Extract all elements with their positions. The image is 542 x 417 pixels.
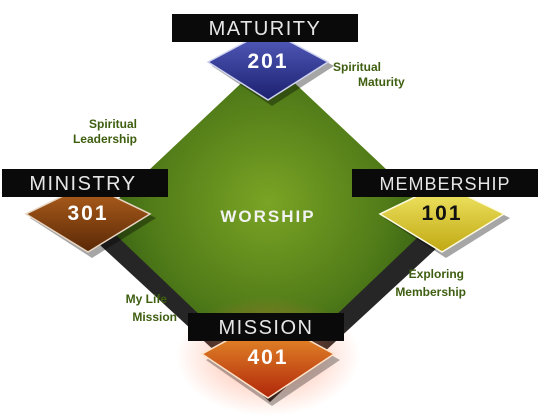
spiritual-maturity-line2: Maturity bbox=[358, 75, 405, 89]
membership-title: MEMBERSHIP bbox=[379, 174, 510, 194]
mission-number: 401 bbox=[247, 346, 288, 369]
mission-title: MISSION bbox=[219, 317, 314, 339]
exploring-membership-line2: Membership bbox=[395, 285, 466, 299]
ministry-number: 301 bbox=[67, 202, 108, 225]
my-life-mission-line1: My Life bbox=[126, 292, 168, 306]
maturity-title: MATURITY bbox=[209, 18, 322, 40]
membership-base-diamond bbox=[378, 183, 506, 253]
base-maturity: MATURITY 201 bbox=[172, 14, 358, 106]
ministry-banner bbox=[2, 169, 168, 197]
spiritual-maturity-line1: Spiritual bbox=[333, 60, 381, 74]
path-label-exploring-membership: Exploring Membership bbox=[395, 267, 466, 299]
path-label-spiritual-leadership: Spiritual Leadership bbox=[73, 117, 137, 146]
membership-banner bbox=[352, 169, 538, 197]
base-ministry: MINISTRY 301 bbox=[2, 169, 168, 258]
path-label-my-life-mission: My Life Mission bbox=[126, 292, 177, 324]
field-diamond bbox=[98, 58, 438, 380]
base-membership: MEMBERSHIP 101 bbox=[352, 169, 538, 258]
maturity-banner bbox=[172, 14, 358, 42]
my-life-mission-line2: Mission bbox=[132, 310, 177, 324]
base-mission: MISSION 401 bbox=[176, 296, 360, 416]
ministry-base-diamond bbox=[24, 183, 152, 253]
spiritual-leadership-line1: Spiritual bbox=[89, 117, 137, 131]
path-label-spiritual-maturity: Spiritual Maturity bbox=[333, 60, 405, 89]
maturity-base-diamond bbox=[206, 29, 330, 101]
spiritual-leadership-line2: Leadership bbox=[73, 132, 137, 146]
exploring-membership-line1: Exploring bbox=[409, 267, 464, 281]
ministry-title: MINISTRY bbox=[29, 173, 136, 195]
membership-number: 101 bbox=[421, 202, 462, 225]
center-label: WORSHIP bbox=[220, 207, 315, 226]
maturity-number: 201 bbox=[247, 50, 288, 73]
mission-banner bbox=[188, 313, 344, 341]
